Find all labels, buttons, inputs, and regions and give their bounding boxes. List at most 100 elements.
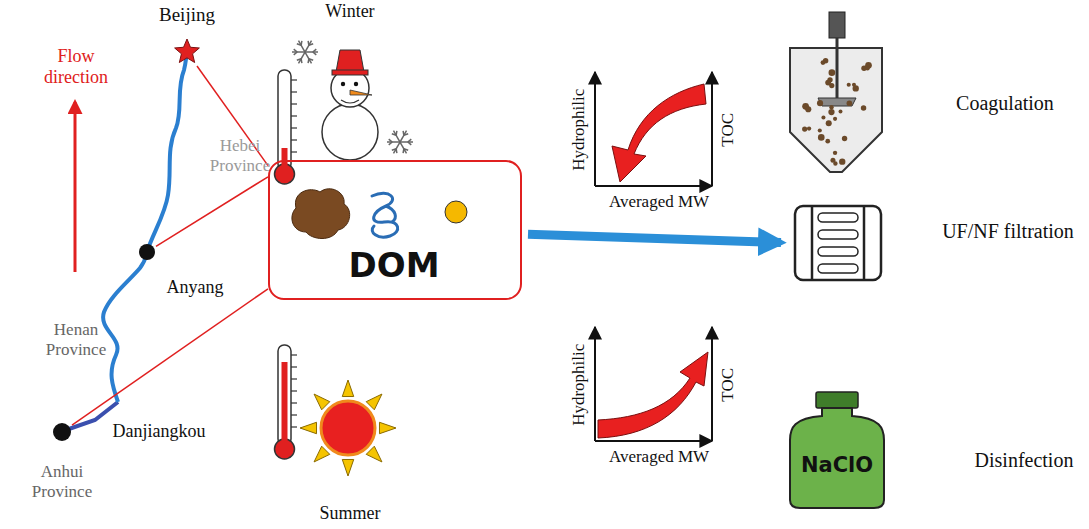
thermometer xyxy=(291,426,297,427)
membrane-module xyxy=(863,206,866,280)
coagulation-tank xyxy=(833,151,837,155)
snowflake xyxy=(394,142,401,153)
coagulation-tank xyxy=(839,110,843,114)
node-label: UF/NF filtration xyxy=(935,220,1081,243)
dom-icons xyxy=(445,201,467,223)
trend-chart xyxy=(711,72,713,186)
snowflake xyxy=(305,51,318,53)
snowflake xyxy=(305,41,312,52)
coagulation-tank xyxy=(853,85,859,91)
snowflake xyxy=(400,131,407,142)
membrane-module xyxy=(818,230,858,239)
city-marker: Danjiangkou xyxy=(52,420,224,448)
coagulation-tank xyxy=(805,106,811,112)
thermometer xyxy=(278,345,291,445)
thermometer xyxy=(291,355,297,427)
dot-marker xyxy=(138,243,156,261)
thermometer xyxy=(282,362,288,446)
snowflake xyxy=(292,51,305,53)
flow-arrow xyxy=(74,102,77,272)
thermometer xyxy=(291,139,297,140)
thermometer xyxy=(291,378,297,379)
axis-label: Averaged MW xyxy=(594,192,724,212)
snowflake xyxy=(402,149,404,153)
region-label: Anhui Province xyxy=(12,462,112,501)
trend-chart xyxy=(612,84,706,182)
snowflake xyxy=(305,52,312,63)
coagulation-tank xyxy=(807,126,811,130)
trend-chart xyxy=(594,72,596,186)
snowflake xyxy=(389,139,392,142)
coagulation-tank xyxy=(802,126,807,131)
snowflake xyxy=(404,134,408,136)
coagulation-tank xyxy=(825,80,831,86)
snowflake xyxy=(395,131,397,135)
node-label: DOM xyxy=(270,246,518,285)
shape-anchor xyxy=(795,206,881,280)
coagulation-tank xyxy=(829,12,845,38)
snowflake xyxy=(309,44,313,46)
city-marker: Anyang xyxy=(138,243,242,305)
coagulation-tank xyxy=(818,128,822,132)
snowman xyxy=(341,100,359,103)
membrane-module xyxy=(818,264,858,273)
thermometer xyxy=(291,79,297,80)
season-label: Summer xyxy=(300,503,400,524)
snowflake xyxy=(400,142,407,153)
naclo-bottle xyxy=(816,392,858,408)
trend-chart xyxy=(598,352,708,438)
naclo-bottle xyxy=(790,408,884,508)
coagulation-tank xyxy=(847,83,851,87)
snowflake xyxy=(297,59,301,61)
coagulation-tank xyxy=(802,58,872,166)
coagulation-tank xyxy=(829,105,833,109)
thermometer xyxy=(291,354,297,355)
node-caption: Disinfection xyxy=(965,449,1083,472)
star-shape xyxy=(173,38,201,66)
snowman xyxy=(322,50,378,160)
snowflake xyxy=(313,52,316,55)
membrane-module xyxy=(811,206,814,280)
snowflake xyxy=(299,52,306,63)
city-marker: Beijing xyxy=(142,4,236,68)
coagulation-tank xyxy=(865,66,869,70)
coagulation-tank xyxy=(826,120,832,126)
snowflake xyxy=(299,41,306,52)
axis-label: Hydrophilic xyxy=(569,330,589,440)
dot-shape xyxy=(139,244,155,260)
star-marker xyxy=(173,38,201,66)
axis-label: Averaged MW xyxy=(594,447,724,467)
thermometer xyxy=(278,70,291,170)
river xyxy=(66,52,187,430)
coagulation-tank xyxy=(830,158,835,163)
sun xyxy=(321,401,375,455)
thermometer xyxy=(275,345,298,459)
coagulation-tank xyxy=(842,136,847,141)
thermometer xyxy=(291,151,297,152)
sun xyxy=(366,394,382,410)
snowflake xyxy=(294,49,297,52)
snowman xyxy=(341,82,345,86)
region-label: Hebei Province xyxy=(192,136,288,175)
dot-shape xyxy=(53,423,71,441)
thermometer xyxy=(291,91,297,92)
thermometer xyxy=(291,414,297,415)
axis-label: TOC xyxy=(718,355,738,415)
membrane-module xyxy=(795,206,881,280)
coagulation-tank xyxy=(829,69,836,76)
coagulation-tank xyxy=(847,100,853,106)
membrane-module xyxy=(818,213,858,222)
region-label: Henan Province xyxy=(26,320,126,359)
thermometer xyxy=(282,148,288,170)
sun xyxy=(342,459,353,476)
snowman xyxy=(332,70,368,75)
coagulation-tank xyxy=(821,115,825,119)
coagulation-tank xyxy=(818,98,856,106)
thermometer xyxy=(291,390,297,391)
sun xyxy=(366,446,382,462)
node-label: Danjiangkou xyxy=(98,421,220,442)
coagulation-tank xyxy=(861,105,866,110)
membrane-module xyxy=(818,247,858,256)
thermometer xyxy=(291,402,297,403)
